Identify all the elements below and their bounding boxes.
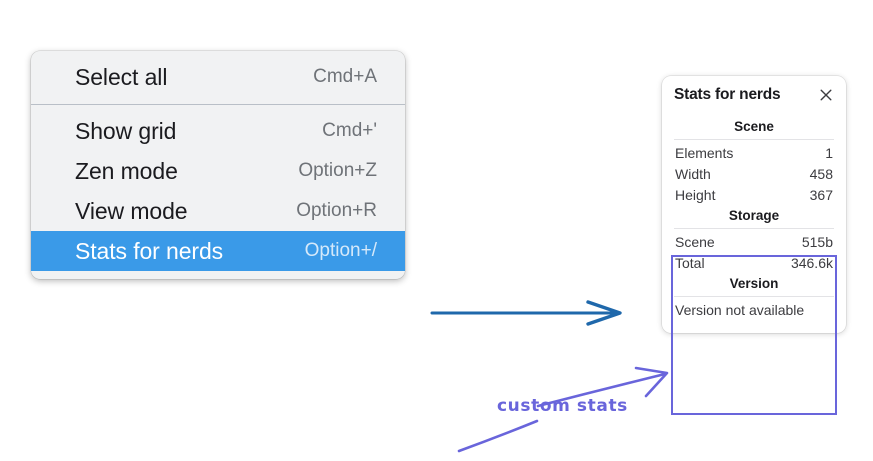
menu-item-view-mode[interactable]: View mode Option+R xyxy=(31,191,405,231)
stat-value: 515b xyxy=(801,233,833,250)
menu-item-select-all[interactable]: Select all Cmd+A xyxy=(31,57,405,97)
menu-item-label: View mode xyxy=(75,197,188,224)
stats-section-version: Version Version not available xyxy=(674,273,834,321)
section-heading: Version xyxy=(729,276,779,291)
stat-value: 458 xyxy=(809,165,833,182)
menu-item-label: Stats for nerds xyxy=(75,237,224,264)
menu-item-label: Show grid xyxy=(75,117,177,144)
table-row: Elements 1 xyxy=(674,142,834,163)
stat-label: Height xyxy=(675,186,716,203)
annotation-label-custom-stats: custom stats xyxy=(497,396,628,416)
stat-value: 367 xyxy=(809,186,833,203)
menu-item-shortcut: Cmd+' xyxy=(322,120,377,141)
menu-item-shortcut: Option+Z xyxy=(298,160,377,181)
section-heading: Storage xyxy=(728,208,780,223)
section-heading: Scene xyxy=(734,119,774,134)
menu-item-shortcut: Option+R xyxy=(296,200,377,221)
version-note: Version not available xyxy=(675,302,805,318)
table-row: Scene 515b xyxy=(674,231,834,252)
stats-for-nerds-panel: Stats for nerds Scene Elements 1 Width 4… xyxy=(662,76,846,333)
stats-section-scene: Scene Elements 1 Width 458 Height 367 xyxy=(674,116,834,205)
panel-header: Stats for nerds xyxy=(674,86,834,104)
stats-section-storage: Storage Scene 515b Total 346.6k xyxy=(674,205,834,273)
section-divider xyxy=(674,228,834,229)
panel-title: Stats for nerds xyxy=(674,86,781,103)
menu-item-label: Select all xyxy=(75,63,168,90)
menu-item-shortcut: Option+/ xyxy=(304,240,377,261)
blue-arrow xyxy=(430,300,622,326)
menu-item-label: Zen mode xyxy=(75,157,178,184)
menu-item-show-grid[interactable]: Show grid Cmd+' xyxy=(31,111,405,151)
stat-value: 1 xyxy=(825,144,833,161)
context-menu[interactable]: Select all Cmd+A Show grid Cmd+' Zen mod… xyxy=(31,51,405,279)
section-divider xyxy=(674,296,834,297)
stat-label: Width xyxy=(675,165,711,182)
close-icon[interactable] xyxy=(818,87,834,103)
menu-separator xyxy=(31,104,405,105)
stat-label: Elements xyxy=(675,144,734,161)
table-row: Height 367 xyxy=(674,184,834,205)
menu-item-stats-for-nerds[interactable]: Stats for nerds Option+/ xyxy=(31,231,405,271)
menu-item-shortcut: Cmd+A xyxy=(313,66,377,87)
stat-label: Total xyxy=(675,254,705,271)
menu-item-zen-mode[interactable]: Zen mode Option+Z xyxy=(31,151,405,191)
section-divider xyxy=(674,139,834,140)
stat-label: Scene xyxy=(675,233,715,250)
table-row: Width 458 xyxy=(674,163,834,184)
menu-group-2: Show grid Cmd+' Zen mode Option+Z View m… xyxy=(31,111,405,271)
table-row: Total 346.6k xyxy=(674,252,834,273)
stat-value: 346.6k xyxy=(790,254,833,271)
menu-group-1: Select all Cmd+A xyxy=(31,57,405,97)
purple-underline-stroke xyxy=(457,419,539,453)
